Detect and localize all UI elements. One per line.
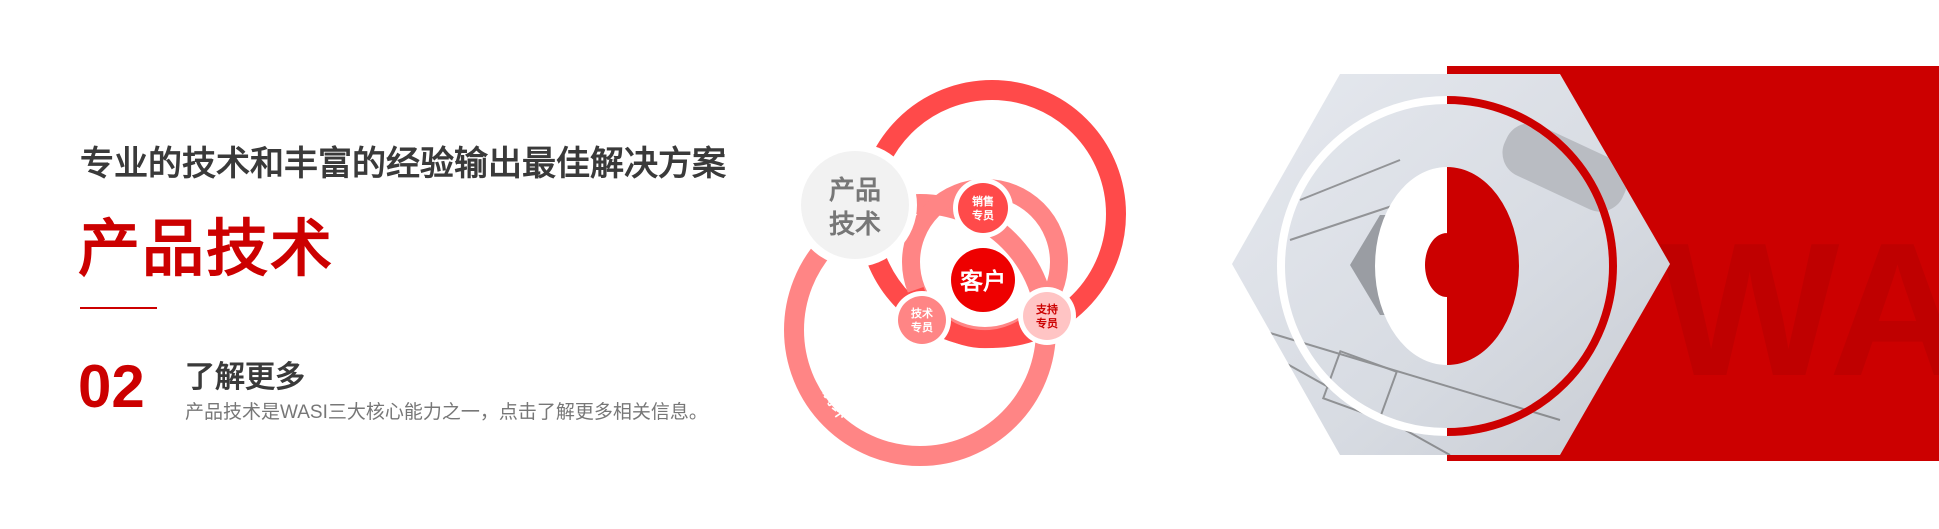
svg-text:专员: 专员 — [1036, 316, 1058, 330]
sales-staff-node: 销售 专员 — [953, 178, 1013, 238]
product-tech-node: 产品 技术 — [793, 143, 917, 267]
customer-node: 客户 — [951, 248, 1015, 312]
headline: 专业的技术和丰富的经验输出最佳解决方案 — [80, 145, 726, 183]
page-title: 产品技术 — [78, 215, 335, 284]
svg-text:专员: 专员 — [972, 208, 994, 222]
support-staff-node: 支持 专员 — [1018, 287, 1076, 345]
logo-right-half — [1425, 167, 1519, 365]
svg-text:产品: 产品 — [829, 175, 881, 205]
title-divider — [80, 307, 157, 309]
logo-left-half — [1375, 167, 1469, 365]
svg-text:专员: 专员 — [911, 320, 933, 334]
learn-more-link[interactable]: 了解更多 — [185, 361, 305, 394]
svg-text:技术: 技术 — [911, 306, 933, 320]
brand-watermark: WAS — [1660, 204, 1939, 416]
svg-text:销售: 销售 — [972, 194, 994, 208]
section-description: 产品技术是WASI三大核心能力之一，点击了解更多相关信息。 — [185, 402, 708, 423]
tech-staff-node: 技术 专员 — [893, 291, 951, 349]
section-number: 02 — [78, 353, 145, 420]
svg-text:技术: 技术 — [829, 209, 881, 239]
outer-ring-red — [1446, 96, 1617, 436]
svg-text:客户: 客户 — [960, 268, 1006, 294]
svg-text:支持: 支持 — [1035, 302, 1058, 316]
